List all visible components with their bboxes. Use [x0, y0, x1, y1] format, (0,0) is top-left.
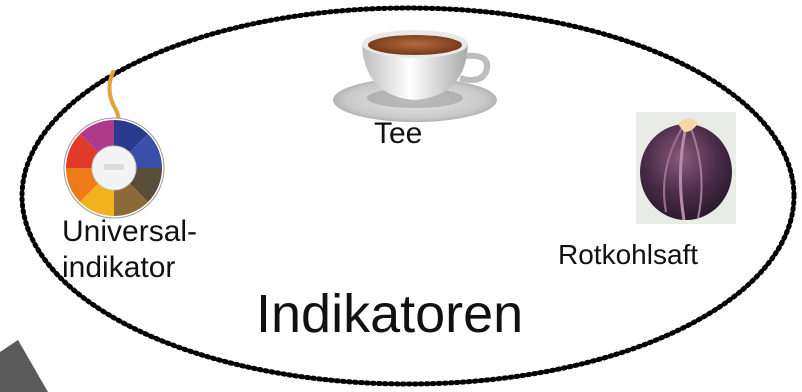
- cabbage-label: Rotkohlsaft: [558, 239, 699, 270]
- universal-label-line1: Universal-: [62, 215, 198, 248]
- tea-cup-icon: [330, 16, 500, 126]
- universal-label-line2: indikator: [62, 251, 176, 284]
- red-cabbage-icon: [636, 112, 736, 224]
- tea-label: Tee: [374, 117, 423, 150]
- ph-color-wheel-icon: [56, 69, 176, 220]
- corner-shape: [0, 340, 48, 392]
- diagram-title: Indikatoren: [256, 284, 524, 344]
